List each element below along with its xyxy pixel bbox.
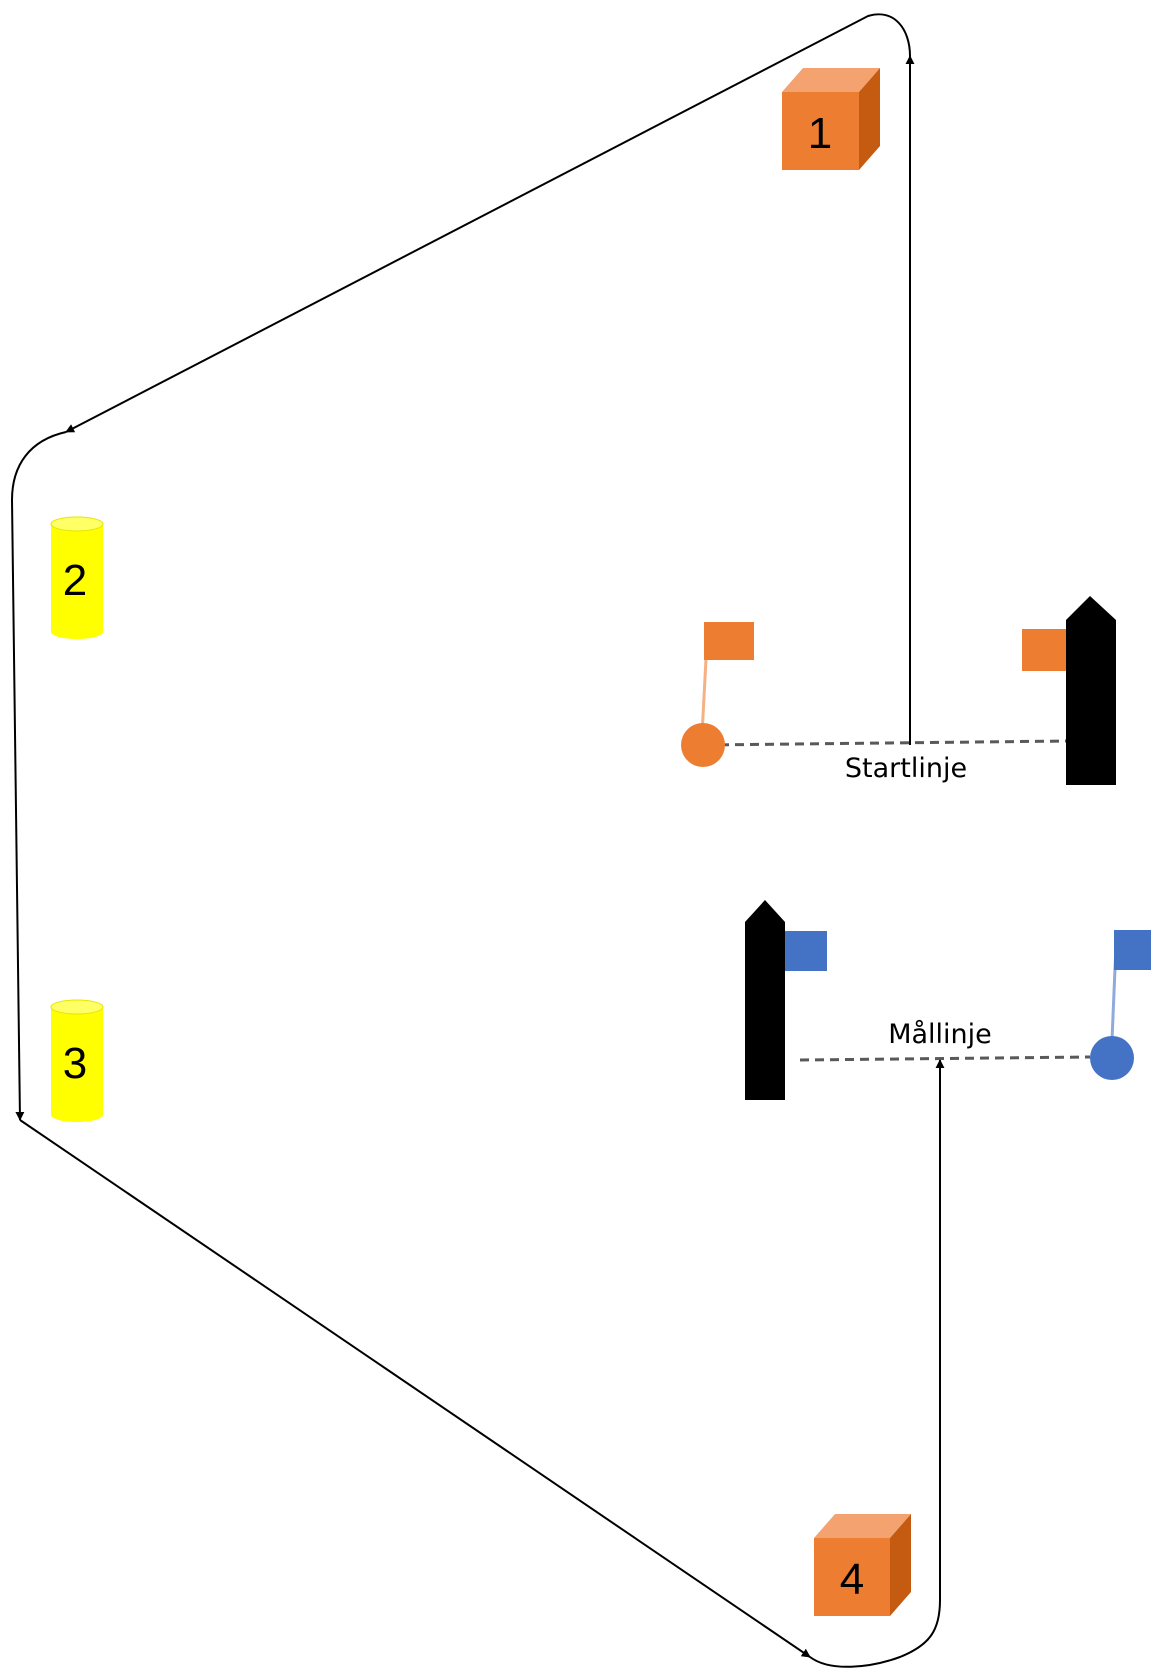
committee-boat-flag-blue [785, 931, 827, 971]
mark-2-label: 2 [63, 556, 87, 605]
committee-boat-flag-orange [1022, 629, 1068, 671]
course-leg-mark-1-to-mark-2 [65, 13, 911, 433]
mark-4-label: 4 [840, 1555, 864, 1604]
course-route [10, 13, 945, 1668]
mark-3-cylinder-top [50, 999, 104, 1015]
finish-buoy-blue [1090, 1036, 1134, 1080]
start-buoy-orange [681, 723, 725, 767]
finish-line-dashed [799, 1055, 1091, 1062]
start-line-label: Startlinje [845, 753, 967, 784]
committee-boat-start [1066, 596, 1116, 785]
course-leg-mark-3-to-mark-4 [19, 1119, 811, 1658]
finish-line-label: Mållinje [888, 1019, 992, 1050]
mark-1-cube: 1 [782, 68, 880, 170]
mark-2-cylinder-top [50, 516, 104, 532]
mark-3-cylinder-body [51, 1007, 103, 1115]
mark-2-cylinder-bottom [51, 625, 103, 639]
mark-1-label: 1 [808, 109, 832, 158]
finish-flag-blue [1114, 930, 1151, 970]
mark-1-cube-side [859, 68, 880, 170]
mark-4-cube-top [814, 1514, 911, 1538]
mark-4-cube-side [890, 1514, 911, 1616]
mark-2-cylinder-body [51, 524, 103, 632]
mark-3-label: 3 [63, 1039, 87, 1088]
course-leg-mark-2-to-mark-3 [10, 431, 67, 1121]
mark-3-cylinder: 3 [50, 999, 104, 1122]
mark-4-cube: 4 [814, 1514, 911, 1616]
finish-line-group: Mållinje [745, 900, 1151, 1100]
mark-4-cube-front [814, 1538, 890, 1616]
start-line-group: Startlinje [681, 596, 1116, 785]
committee-boat-finish [745, 900, 785, 1100]
mark-1-cube-front [782, 92, 859, 170]
start-line-dashed [704, 739, 1069, 747]
mark-2-cylinder: 2 [50, 516, 104, 639]
course-leg-mark-4-to-finish [809, 1059, 945, 1668]
start-flag-orange [704, 622, 754, 660]
mark-3-cylinder-bottom [51, 1108, 103, 1122]
mark-1-cube-top [782, 68, 880, 92]
